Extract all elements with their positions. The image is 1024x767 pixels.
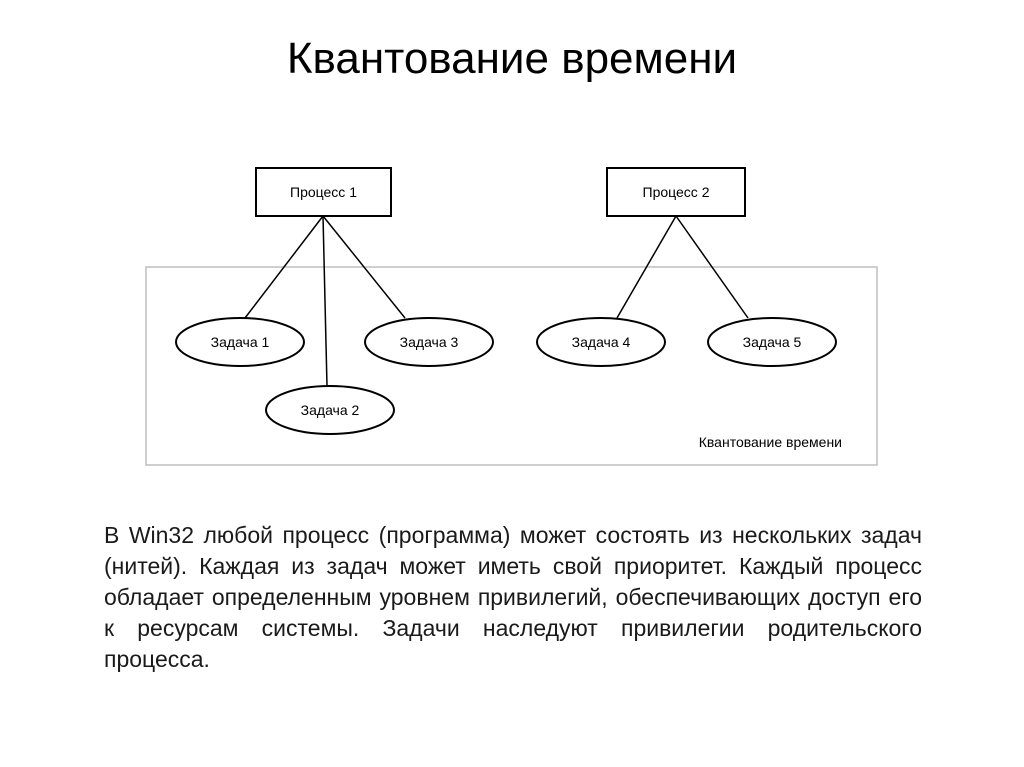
- edge-p2-t4: [616, 215, 677, 319]
- task-node-1: Задача 1: [175, 317, 305, 367]
- edge-p1-t2: [322, 215, 328, 387]
- process-node-1: Процесс 1: [255, 167, 392, 217]
- task-node-4-label: Задача 4: [572, 334, 631, 350]
- task-node-3: Задача 3: [364, 317, 494, 367]
- task-node-5: Задача 5: [707, 317, 837, 367]
- slide-title: Квантование времени: [286, 34, 738, 83]
- time-quantization-region-label: Квантование времени: [699, 434, 842, 450]
- time-quantization-region: [145, 266, 878, 466]
- process-node-1-label: Процесс 1: [290, 184, 357, 200]
- edge-p2-t5: [675, 215, 749, 319]
- task-node-3-label: Задача 3: [400, 334, 459, 350]
- process-node-2: Процесс 2: [606, 167, 746, 217]
- task-node-2: Задача 2: [265, 385, 395, 435]
- task-node-4: Задача 4: [536, 317, 666, 367]
- process-node-2-label: Процесс 2: [643, 184, 710, 200]
- edge-p1-t1: [244, 215, 324, 319]
- edge-p1-t3: [322, 215, 406, 319]
- task-node-1-label: Задача 1: [211, 334, 270, 350]
- task-node-2-label: Задача 2: [301, 402, 360, 418]
- task-node-5-label: Задача 5: [743, 334, 802, 350]
- slide-body-text: В Win32 любой процесс (программа) может …: [104, 522, 922, 672]
